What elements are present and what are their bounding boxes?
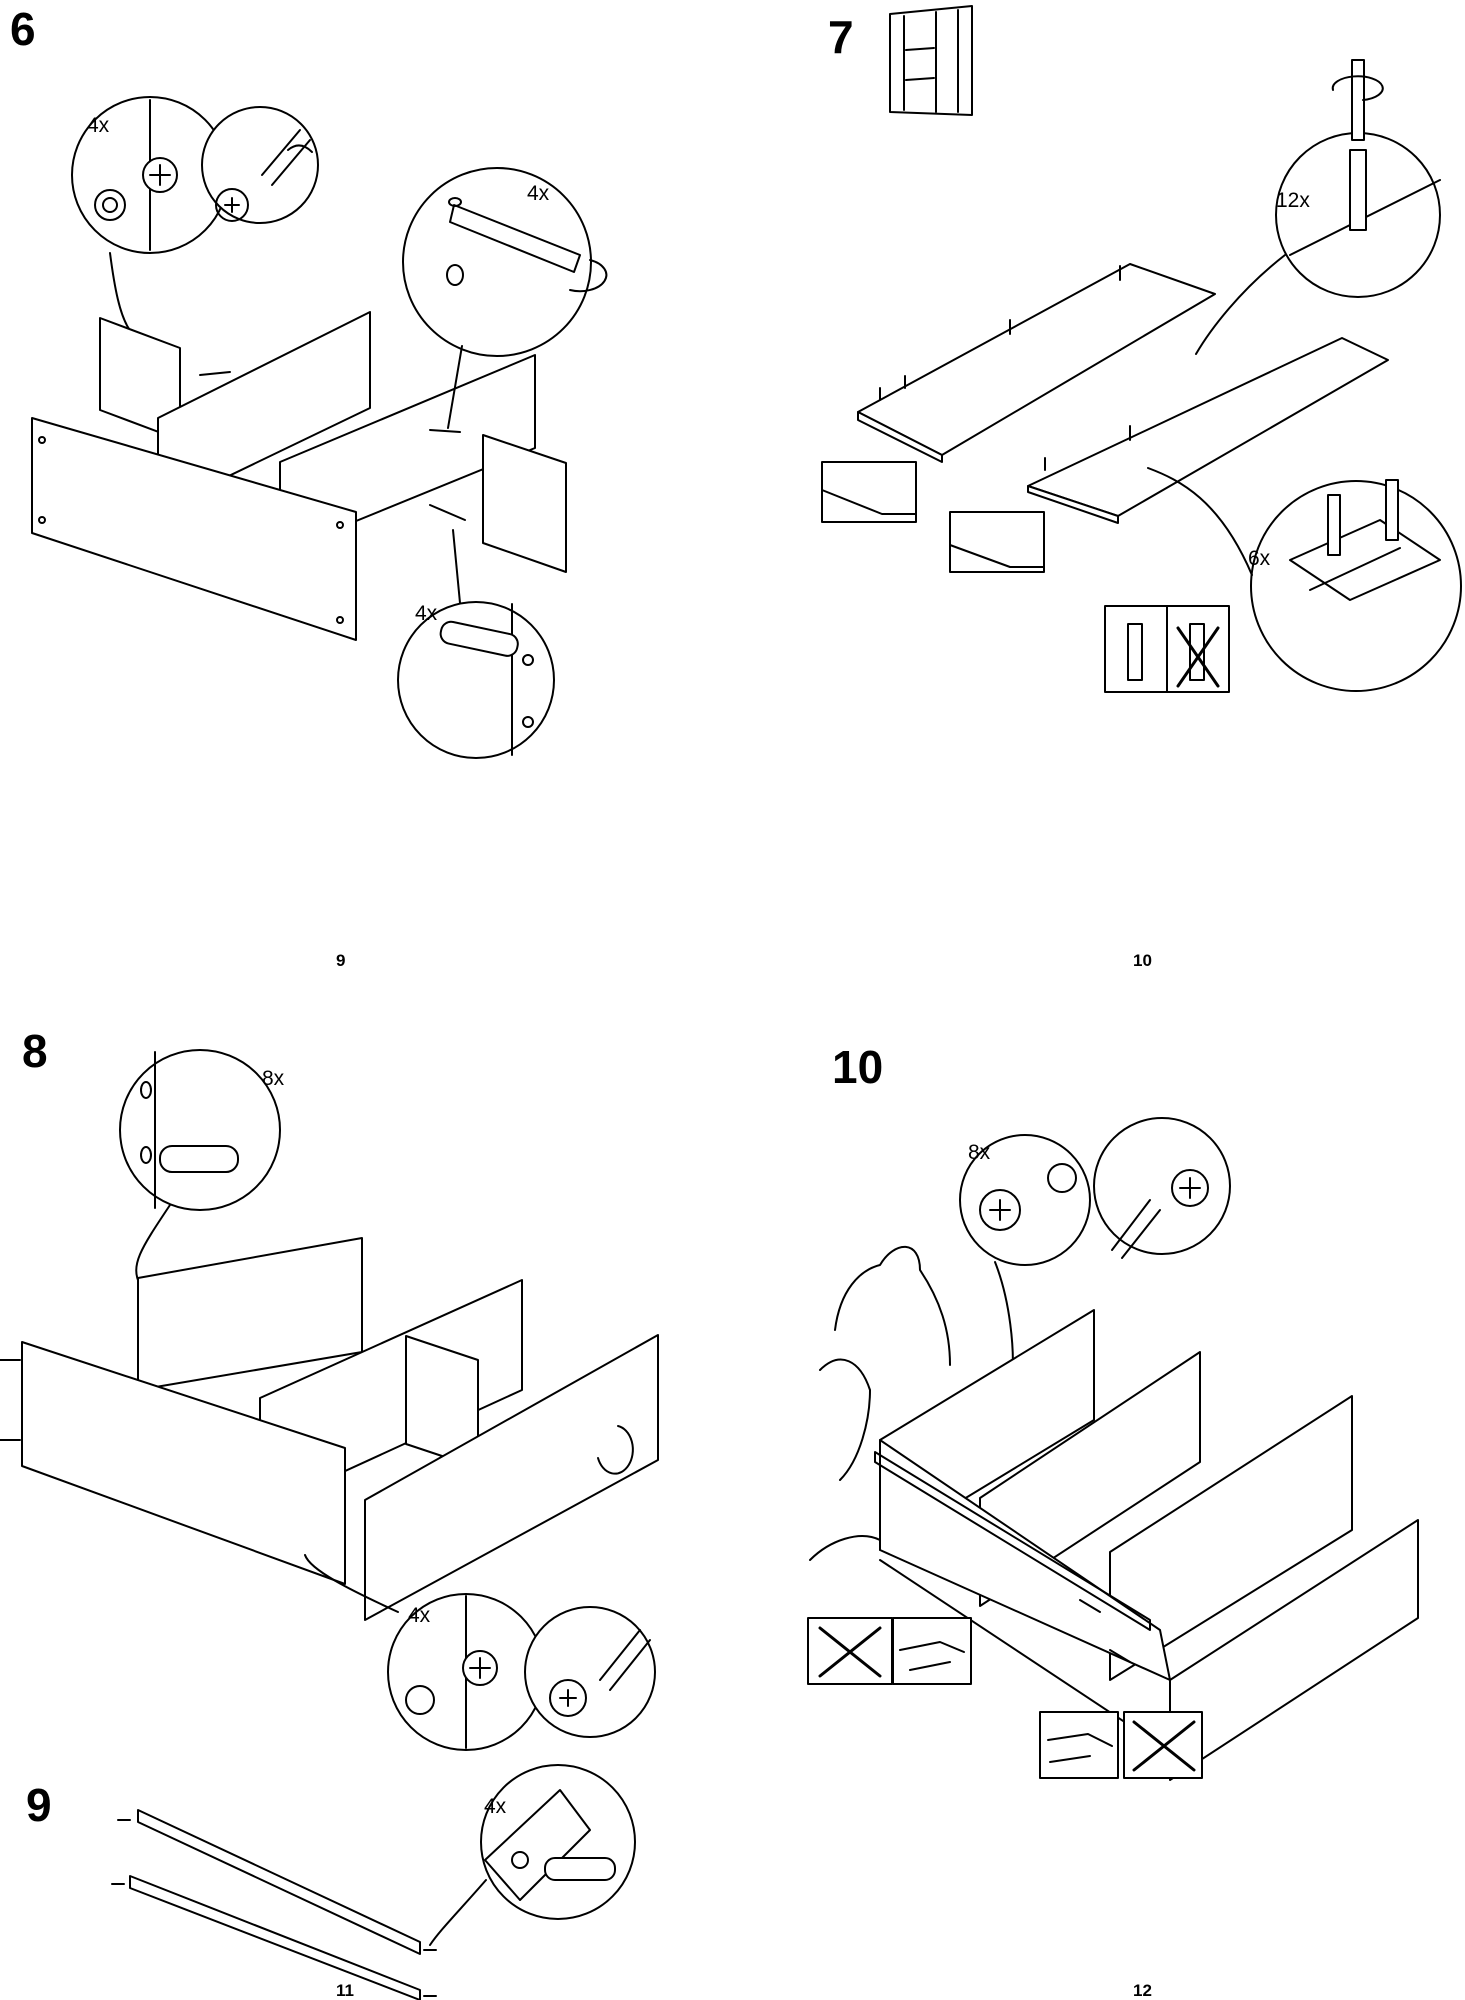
step7-hinge-detail: [1147, 467, 1462, 692]
step7-cam-screw-detail: [1195, 59, 1441, 355]
quantity-label: 4x: [408, 1604, 431, 1627]
step-number: 6: [10, 3, 36, 55]
step10-people: [809, 1245, 951, 1561]
step10-rail-details: [807, 1617, 1203, 1779]
step7-panels: [857, 263, 1389, 524]
page-number: 11: [336, 1981, 354, 2000]
step7-screw-compare: [1104, 605, 1230, 693]
step8-assembly: [0, 1049, 659, 1751]
quantity-label: 6x: [1248, 547, 1271, 570]
step10-carcass: [874, 1309, 1419, 1781]
step-number: 10: [832, 1041, 884, 1093]
step10-cam-lock-detail: [959, 1134, 1091, 1381]
step-number: 7: [828, 11, 854, 63]
step8-dowel-detail: [119, 1049, 281, 1286]
step8-carcass: [0, 1237, 659, 1621]
step7-edge-details: [821, 461, 1045, 573]
page-number: 10: [1133, 951, 1152, 970]
step8-screwdriver-detail: [524, 1606, 656, 1738]
step6-cam-screw-detail: [402, 167, 608, 429]
step9-dowel-detail: [429, 1764, 636, 1946]
quantity-label: 12x: [1276, 189, 1310, 212]
step9-assembly: [111, 1764, 636, 2000]
step10-cross-mark-1-icon: [818, 1626, 882, 1678]
step6-assembly: [31, 96, 608, 759]
step8-cam-lock-detail: [304, 1554, 545, 1751]
quantity-label: 4x: [415, 602, 438, 625]
step10-cross-mark-2-icon: [1132, 1720, 1196, 1772]
step10-assembly: [807, 1117, 1419, 1781]
quantity-label: 4x: [87, 114, 110, 137]
step7-assembly: [821, 5, 1462, 693]
step6-carcass: [31, 311, 567, 641]
page-number: 12: [1133, 1981, 1152, 2000]
page-number: 9: [336, 951, 346, 970]
step-number: 9: [26, 1779, 52, 1831]
quantity-label: 8x: [968, 1141, 991, 1164]
quantity-label: 4x: [484, 1795, 507, 1818]
quantity-label: 4x: [527, 182, 550, 205]
step-number: 8: [22, 1025, 48, 1077]
step6-dowel-detail: [397, 529, 555, 759]
step7-wardrobe-thumbnail: [889, 5, 973, 116]
quantity-label: 8x: [262, 1067, 285, 1090]
step6-cam-lock-detail: [71, 96, 229, 353]
step10-screwdriver-detail: [1093, 1117, 1231, 1259]
step6-screwdriver-detail: [201, 106, 319, 224]
step7-cross-mark-icon: [1176, 626, 1220, 688]
